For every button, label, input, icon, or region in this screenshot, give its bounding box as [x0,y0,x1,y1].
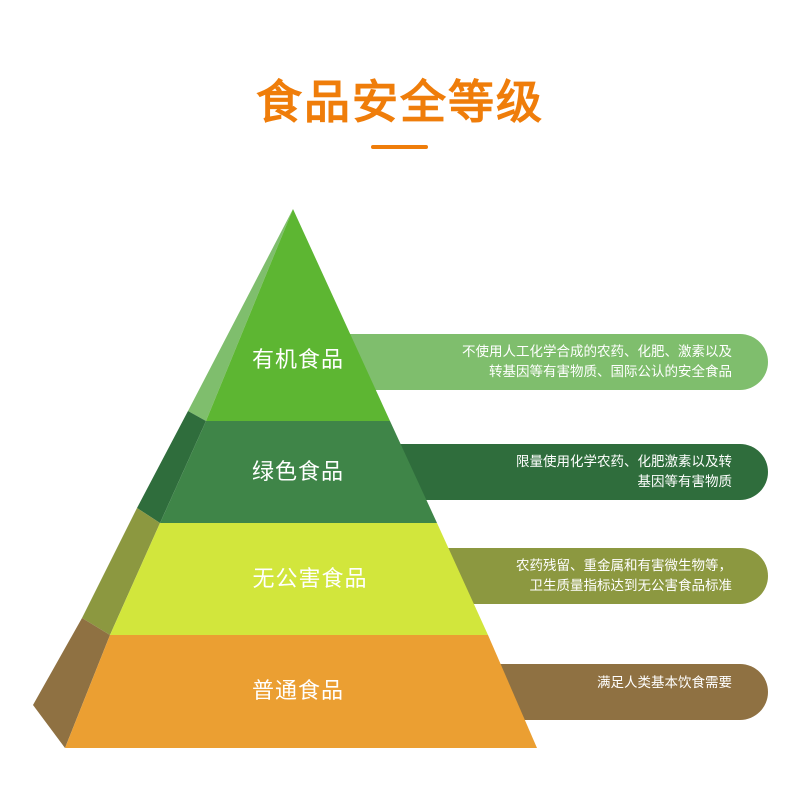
band-organic [320,334,768,390]
tier-label-organic: 有机食品 [251,348,344,373]
band-pollution-free [440,548,768,604]
tier-label-ordinary: 普通食品 [251,679,344,704]
tier-ordinary [65,635,537,748]
side-organic [188,209,293,421]
page-title: 食品安全等级 [256,75,544,129]
tier-pollution-free [110,523,488,635]
tier-description-pollution-free: 农药残留、重金属和有害微生物等， 卫生质量指标达到无公害食品标准 [516,558,732,594]
title-underline [372,145,428,149]
side-green [137,411,206,523]
tier-description-organic: 不使用人工化学合成的农药、化肥、激素以及 转基因等有害物质、国际公认的安全食品 [462,344,732,380]
band-ordinary [480,664,768,720]
tier-organic [206,209,390,421]
tier-description-green: 限量使用化学农药、化肥激素以及转 基因等有害物质 [516,454,732,490]
band-green [380,444,768,500]
tier-label-green: 绿色食品 [251,460,344,485]
side-pollution-free [82,508,160,635]
tier-green [160,421,437,523]
tier-label-pollution-free: 无公害食品 [252,567,368,592]
tier-description-ordinary: 满足人类基本饮食需要 [597,675,732,691]
side-ordinary [33,618,110,748]
